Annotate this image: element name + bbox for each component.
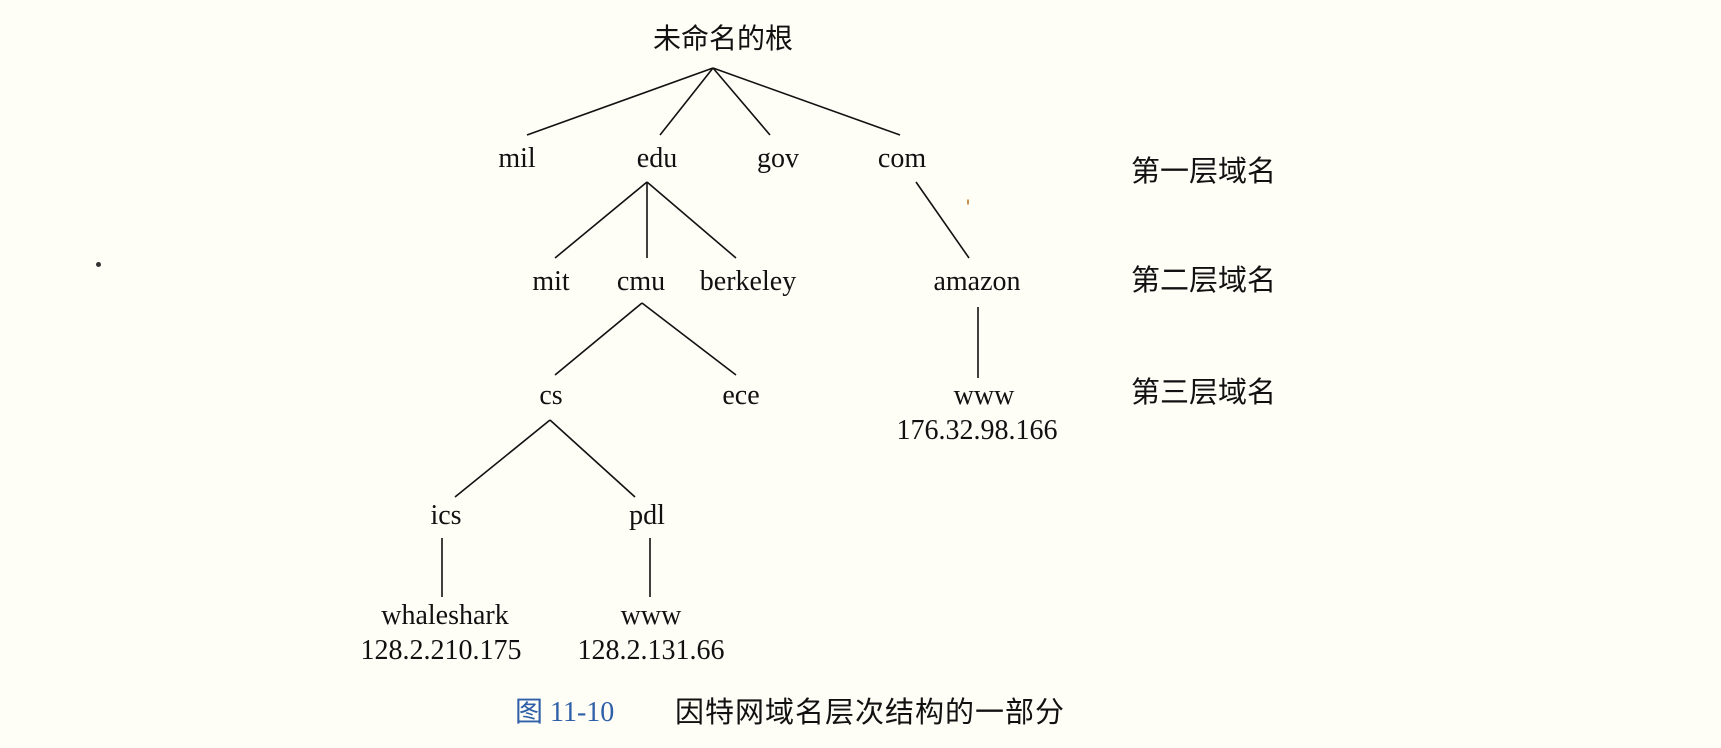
edge-cs-pdl [549, 419, 636, 498]
edge-root-gov [712, 67, 771, 136]
node-amazon-ip: 176.32.98.166 [896, 415, 1058, 446]
node-whaleshark: whaleshark [381, 600, 509, 631]
node-berkeley: berkeley [699, 266, 797, 297]
node-ics: ics [430, 500, 462, 531]
node-cs: cs [539, 380, 563, 411]
edge-root-com [712, 67, 901, 136]
level-label-third: 第三层域名 [1131, 377, 1277, 409]
scan-speck [967, 199, 969, 205]
node-amazon-www: www [953, 380, 1015, 411]
node-pdl: pdl [629, 500, 665, 531]
figure-number: 图 11-10 [515, 697, 615, 728]
edge-root-edu [659, 67, 714, 136]
node-mit: mit [532, 266, 570, 297]
node-edu: edu [636, 143, 678, 174]
node-ece: ece [722, 380, 760, 411]
level-label-first: 第一层域名 [1131, 156, 1277, 188]
node-mil: mil [498, 143, 536, 174]
node-cmu: cmu [616, 266, 666, 297]
edge-root-mil [526, 67, 714, 136]
edge-cmu-cs [554, 302, 643, 376]
node-pdl-www: www [620, 600, 682, 631]
edge-edu-mit [554, 181, 648, 259]
node-root: 未命名的根 [652, 24, 794, 55]
edge-cmu-ece [641, 302, 737, 376]
node-amazon: amazon [933, 266, 1021, 297]
node-pdl-ip: 128.2.131.66 [577, 635, 725, 666]
scan-speck [96, 262, 101, 267]
level-label-second: 第二层域名 [1131, 265, 1277, 297]
node-whaleshark-ip: 128.2.210.175 [360, 635, 522, 666]
node-com: com [877, 143, 927, 174]
edge-edu-berkeley [646, 181, 737, 259]
node-gov: gov [757, 143, 799, 174]
edge-cs-ics [454, 419, 551, 498]
edge-com-amazon [915, 181, 970, 259]
figure-caption: 因特网域名层次结构的一部分 [675, 697, 1066, 729]
